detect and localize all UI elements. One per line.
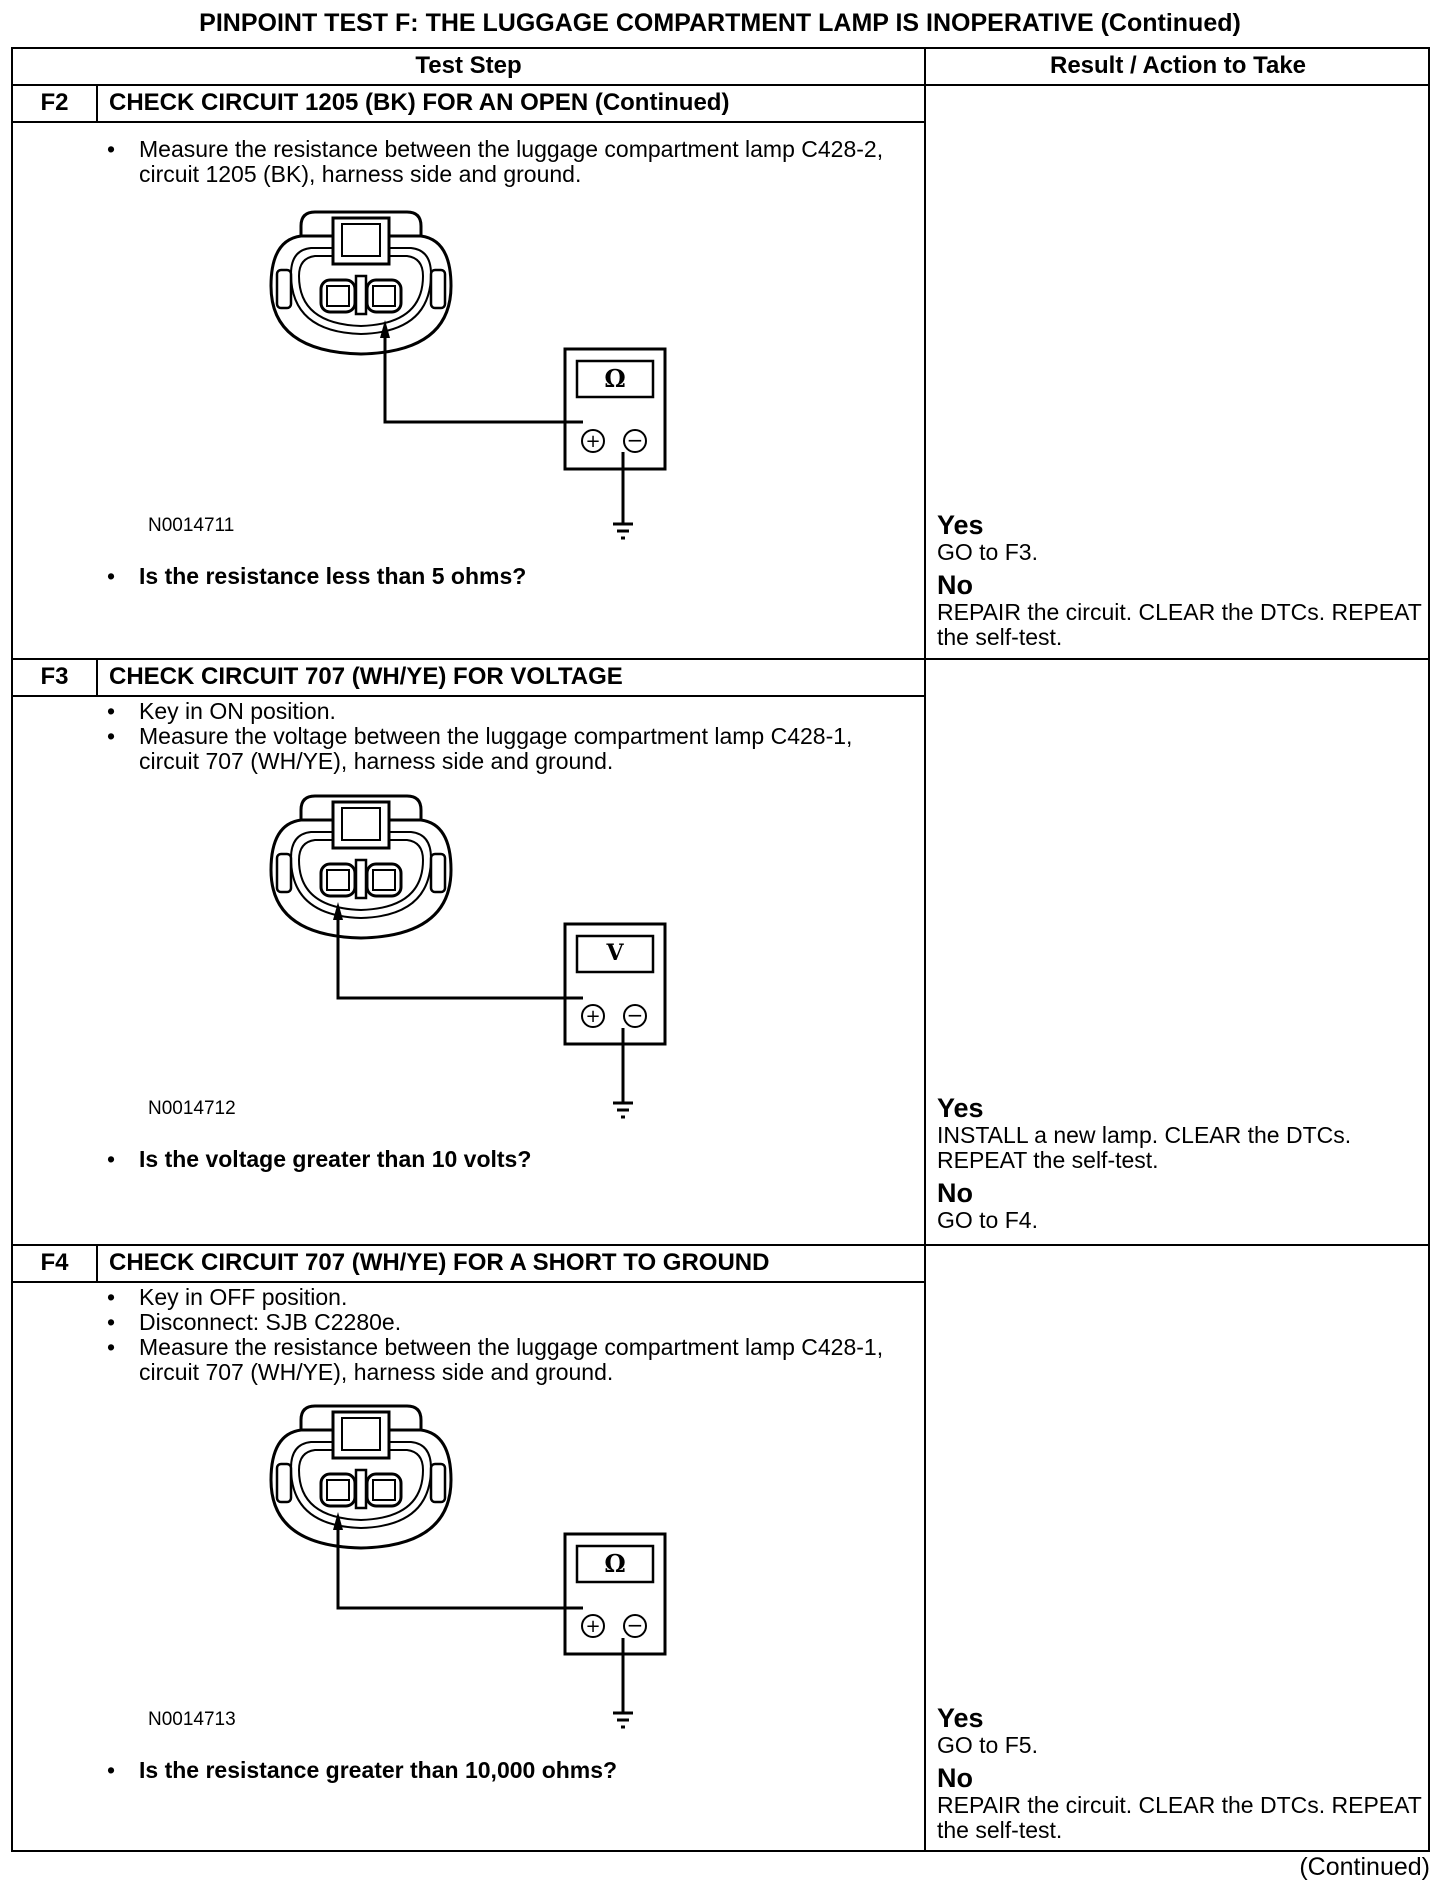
ground-icon: [611, 522, 635, 540]
result-f2: Yes GO to F3. No REPAIR the circuit. CLE…: [937, 511, 1427, 650]
connector-c428-icon: [269, 210, 453, 356]
ohmmeter-diagram: Ω: [269, 1404, 667, 1729]
step-f3: F3 CHECK CIRCUIT 707 (WH/YE) FOR VOLTAGE…: [13, 660, 924, 1244]
step-instructions: Key in ON position. Measure the voltage …: [103, 699, 903, 774]
yes-action: GO to F3.: [937, 539, 1038, 565]
no-action: REPAIR the circuit. CLEAR the DTCs. REPE…: [937, 599, 1422, 650]
header-divider: [13, 84, 1428, 86]
ohmmeter-icon: Ω: [563, 1532, 667, 1656]
step-question: •Is the resistance greater than 10,000 o…: [107, 1757, 618, 1783]
no-label: No: [937, 1178, 973, 1208]
figure-id: N0014713: [148, 1709, 236, 1730]
step-id: F2: [40, 89, 69, 116]
page-title: PINPOINT TEST F: THE LUGGAGE COMPARTMENT…: [199, 9, 1241, 37]
column-header-result: Result / Action to Take: [1049, 52, 1307, 79]
step-id: F4: [40, 1249, 69, 1276]
instruction-item: Measure the resistance between the lugga…: [103, 137, 903, 187]
svg-text:Ω: Ω: [604, 1549, 625, 1578]
step-divider: [13, 1244, 1428, 1246]
pinpoint-test-table: Test Step Result / Action to Take F2 CHE…: [11, 47, 1430, 1852]
continued-note: (Continued): [1299, 1853, 1430, 1881]
instruction-item: Measure the voltage between the luggage …: [103, 724, 903, 774]
step-instructions: Key in OFF position. Disconnect: SJB C22…: [103, 1285, 903, 1385]
step-divider: [13, 658, 1428, 660]
voltmeter-diagram: V: [269, 794, 667, 1119]
connector-c428-icon: [269, 794, 453, 940]
yes-action: GO to F5.: [937, 1732, 1038, 1758]
step-id-divider: [96, 1246, 98, 1281]
svg-text:V: V: [605, 940, 624, 966]
ohmmeter-diagram: Ω: [269, 210, 667, 540]
no-action: REPAIR the circuit. CLEAR the DTCs. REPE…: [937, 1792, 1422, 1843]
ground-icon: [611, 1101, 635, 1119]
svg-text:Ω: Ω: [604, 364, 625, 393]
step-title: CHECK CIRCUIT 707 (WH/YE) FOR A SHORT TO…: [109, 1249, 770, 1276]
step-id-divider: [96, 86, 98, 121]
figure-id: N0014712: [148, 1098, 236, 1119]
yes-action: INSTALL a new lamp. CLEAR the DTCs. REPE…: [937, 1122, 1352, 1173]
instruction-item: Measure the resistance between the lugga…: [103, 1335, 903, 1385]
result-f3: Yes INSTALL a new lamp. CLEAR the DTCs. …: [937, 1094, 1427, 1233]
figure-id: N0014711: [148, 515, 235, 536]
step-instructions: Measure the resistance between the lugga…: [103, 137, 903, 187]
step-id: F3: [40, 663, 69, 690]
column-header-test-step: Test Step: [415, 52, 522, 79]
no-label: No: [937, 570, 973, 600]
ground-icon: [611, 1711, 635, 1729]
yes-label: Yes: [937, 510, 984, 540]
step-title-divider: [13, 121, 924, 123]
step-question: •Is the voltage greater than 10 volts?: [107, 1146, 532, 1172]
step-f2: F2 CHECK CIRCUIT 1205 (BK) FOR AN OPEN (…: [13, 86, 924, 658]
step-title-divider: [13, 695, 924, 697]
step-title-divider: [13, 1281, 924, 1283]
instruction-item: Key in OFF position.: [103, 1285, 903, 1311]
yes-label: Yes: [937, 1093, 984, 1123]
no-action: GO to F4.: [937, 1207, 1038, 1233]
yes-label: Yes: [937, 1703, 984, 1733]
voltmeter-icon: V: [563, 922, 667, 1046]
column-divider: [924, 49, 926, 1850]
step-title: CHECK CIRCUIT 707 (WH/YE) FOR VOLTAGE: [109, 663, 623, 690]
instruction-item: Key in ON position.: [103, 699, 903, 725]
no-label: No: [937, 1763, 973, 1793]
step-title: CHECK CIRCUIT 1205 (BK) FOR AN OPEN (Con…: [109, 89, 730, 116]
ohmmeter-icon: Ω: [563, 347, 667, 471]
instruction-item: Disconnect: SJB C2280e.: [103, 1310, 903, 1336]
connector-c428-icon: [269, 1404, 453, 1550]
result-f4: Yes GO to F5. No REPAIR the circuit. CLE…: [937, 1704, 1427, 1843]
step-question: •Is the resistance less than 5 ohms?: [107, 563, 527, 589]
step-id-divider: [96, 660, 98, 695]
step-f4: F4 CHECK CIRCUIT 707 (WH/YE) FOR A SHORT…: [13, 1246, 924, 1851]
